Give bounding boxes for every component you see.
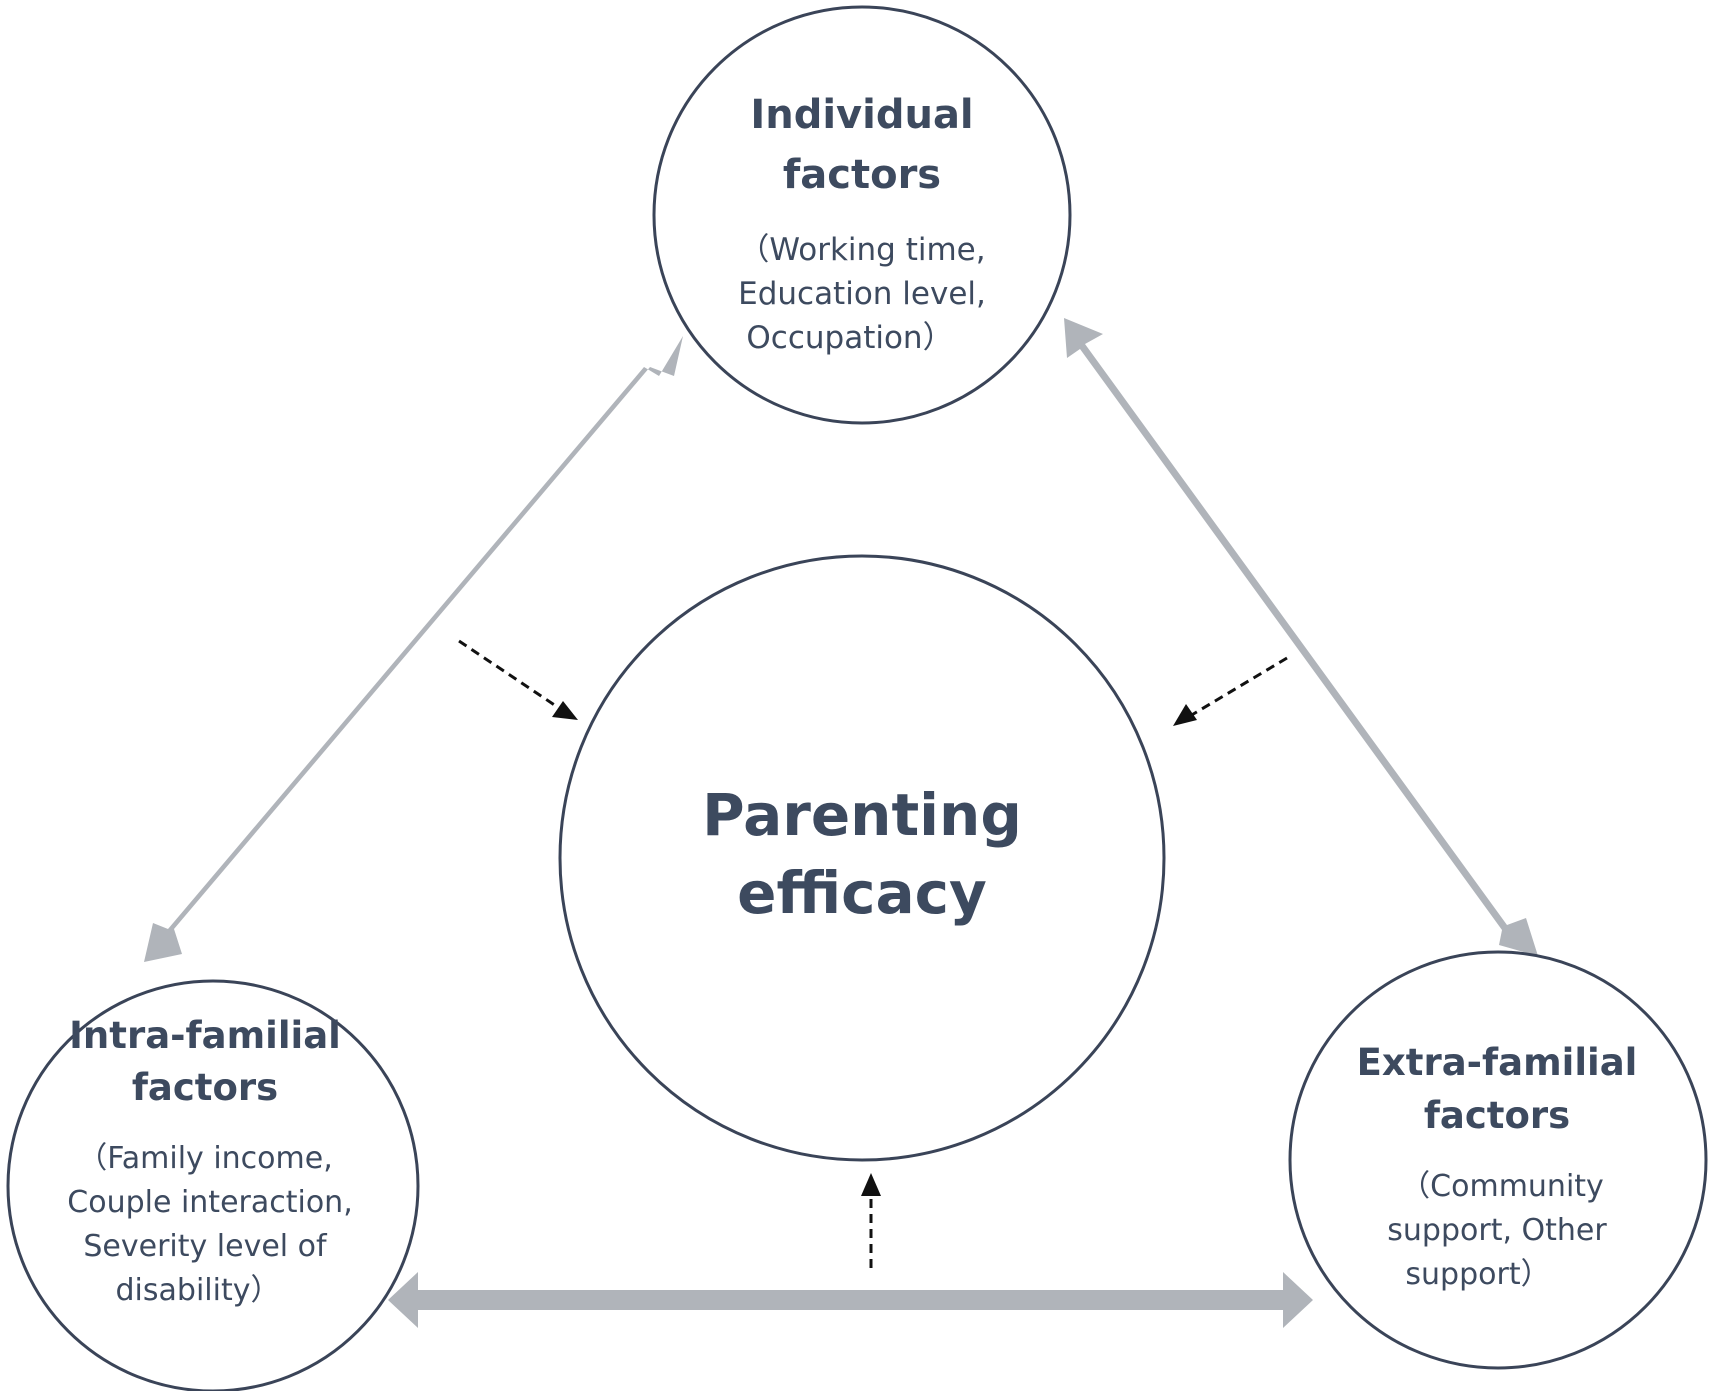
extra-title-line-1: Extra-familial [1357, 1041, 1638, 1084]
intra-detail-line-2: Couple interaction, [67, 1185, 352, 1220]
connectors [144, 318, 1538, 1328]
intra-detail-line-3: Severity level of [83, 1229, 328, 1264]
intra-detail-line-1: （Family income, [77, 1141, 332, 1176]
connector-individual-extra [1064, 318, 1538, 956]
intra-familial-factors-circle [6, 979, 420, 1391]
connector-intra-extra [388, 1272, 1313, 1328]
parenting-efficacy-circle [558, 554, 1166, 1162]
intra-title-line-2: factors [132, 1066, 278, 1109]
extra-detail-line-1: （Community [1400, 1169, 1604, 1204]
extra-detail-line-2: support, Other [1387, 1213, 1607, 1248]
individual-detail-line-3: Occupation） [746, 320, 953, 356]
individual-detail-line-1: （Working time, [738, 232, 985, 268]
individual-title-line-2: factors [783, 152, 941, 198]
extra-title-line-2: factors [1424, 1094, 1570, 1137]
center-title-line-1: Parenting [702, 781, 1022, 849]
dashed-arrow-bottom-head [861, 1173, 881, 1196]
connector-individual-intra [144, 336, 683, 962]
dashed-arrow-left-line [458, 639, 563, 712]
extra-familial-factors-label: Extra-familial factors （Community suppor… [1357, 1041, 1638, 1292]
dashed-arrow-right-head [1173, 704, 1197, 726]
dashed-arrow-left-head [552, 701, 578, 720]
extra-familial-factors-circle [1288, 950, 1708, 1370]
dashed-arrows [458, 639, 1288, 1268]
intra-title-line-1: Intra-familial [69, 1014, 341, 1057]
center-title-line-2: efficacy [737, 859, 987, 927]
extra-detail-line-3: support） [1405, 1257, 1550, 1292]
individual-factors-label: Individual factors （Working time, Educat… [738, 92, 986, 356]
dashed-arrow-right-line [1189, 656, 1288, 718]
individual-factors-circle [652, 5, 1072, 425]
individual-title-line-1: Individual [750, 92, 973, 138]
intra-familial-factors-label: Intra-familial factors （Family income, C… [67, 1014, 352, 1308]
individual-detail-line-2: Education level, [738, 276, 986, 312]
parenting-efficacy-label: Parenting efficacy [702, 781, 1022, 927]
intra-detail-line-4: disability） [116, 1273, 281, 1308]
